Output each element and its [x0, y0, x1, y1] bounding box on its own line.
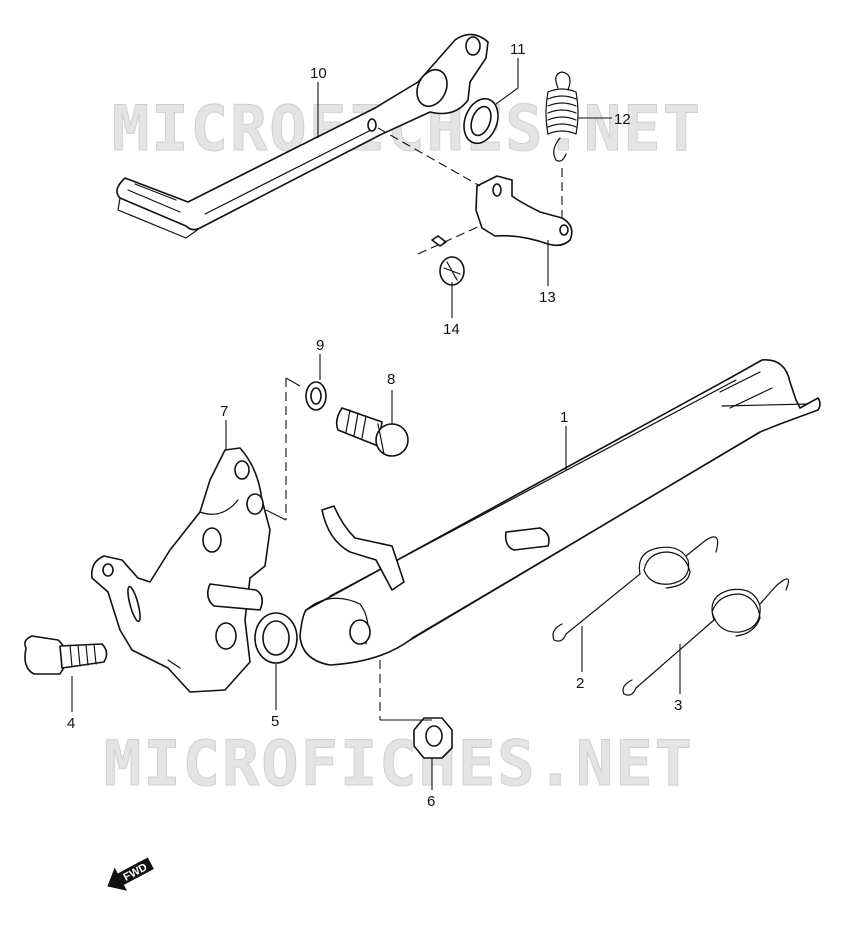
callout-1: 1 — [560, 409, 568, 426]
part-13-bracket — [475, 175, 573, 247]
callout-10: 10 — [310, 65, 327, 82]
part-9-washer — [305, 381, 327, 411]
part-8-bolt — [335, 407, 409, 457]
part-5-washer — [254, 612, 298, 664]
part-6-nut — [413, 717, 453, 759]
callout-14: 14 — [443, 321, 460, 338]
callout-8: 8 — [387, 371, 395, 388]
callout-4: 4 — [67, 715, 75, 732]
part-14-bolt — [431, 235, 465, 286]
fwd-label: FWD — [122, 861, 150, 883]
part-2-spring — [552, 536, 719, 642]
callout-2: 2 — [576, 675, 584, 692]
callout-6: 6 — [427, 793, 435, 810]
part-7-bracket — [90, 447, 271, 693]
part-10-pedal — [116, 33, 489, 239]
callout-5: 5 — [271, 713, 279, 730]
part-3-spring — [622, 578, 789, 696]
part-1-side-stand — [299, 359, 821, 666]
part-12-spring — [545, 71, 579, 162]
callout-11: 11 — [510, 41, 526, 58]
part-11-washer — [463, 97, 499, 145]
part-4-bolt — [24, 635, 108, 675]
callout-7: 7 — [220, 403, 228, 420]
callout-12: 12 — [614, 111, 631, 128]
watermark-bottom: MICROFICHES.NET — [104, 727, 694, 800]
callout-9: 9 — [316, 337, 324, 354]
fwd-arrow-icon: FWD — [107, 857, 154, 891]
callout-13: 13 — [539, 289, 556, 306]
callout-3: 3 — [674, 697, 682, 714]
